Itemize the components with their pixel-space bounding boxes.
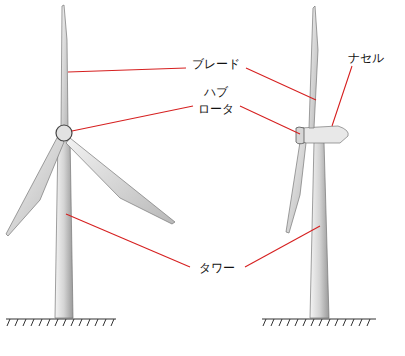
- side-turbine: [286, 6, 348, 318]
- blade: [61, 5, 68, 128]
- blade: [309, 6, 318, 128]
- blade: [286, 142, 306, 233]
- hub: [56, 125, 72, 141]
- part-label: タワー: [198, 261, 236, 275]
- front-turbine: [6, 5, 175, 318]
- part-label: ロータ: [197, 102, 235, 116]
- hub: [296, 127, 304, 144]
- leader-lines: [66, 66, 352, 267]
- part-label: ハブ: [203, 85, 229, 99]
- part-label: ブレード: [191, 57, 241, 71]
- ground-hatch: [6, 319, 376, 326]
- tower: [55, 136, 73, 318]
- part-label: ナセル: [347, 51, 385, 65]
- nacelle: [300, 126, 348, 143]
- blade: [6, 136, 64, 236]
- blade: [66, 138, 175, 224]
